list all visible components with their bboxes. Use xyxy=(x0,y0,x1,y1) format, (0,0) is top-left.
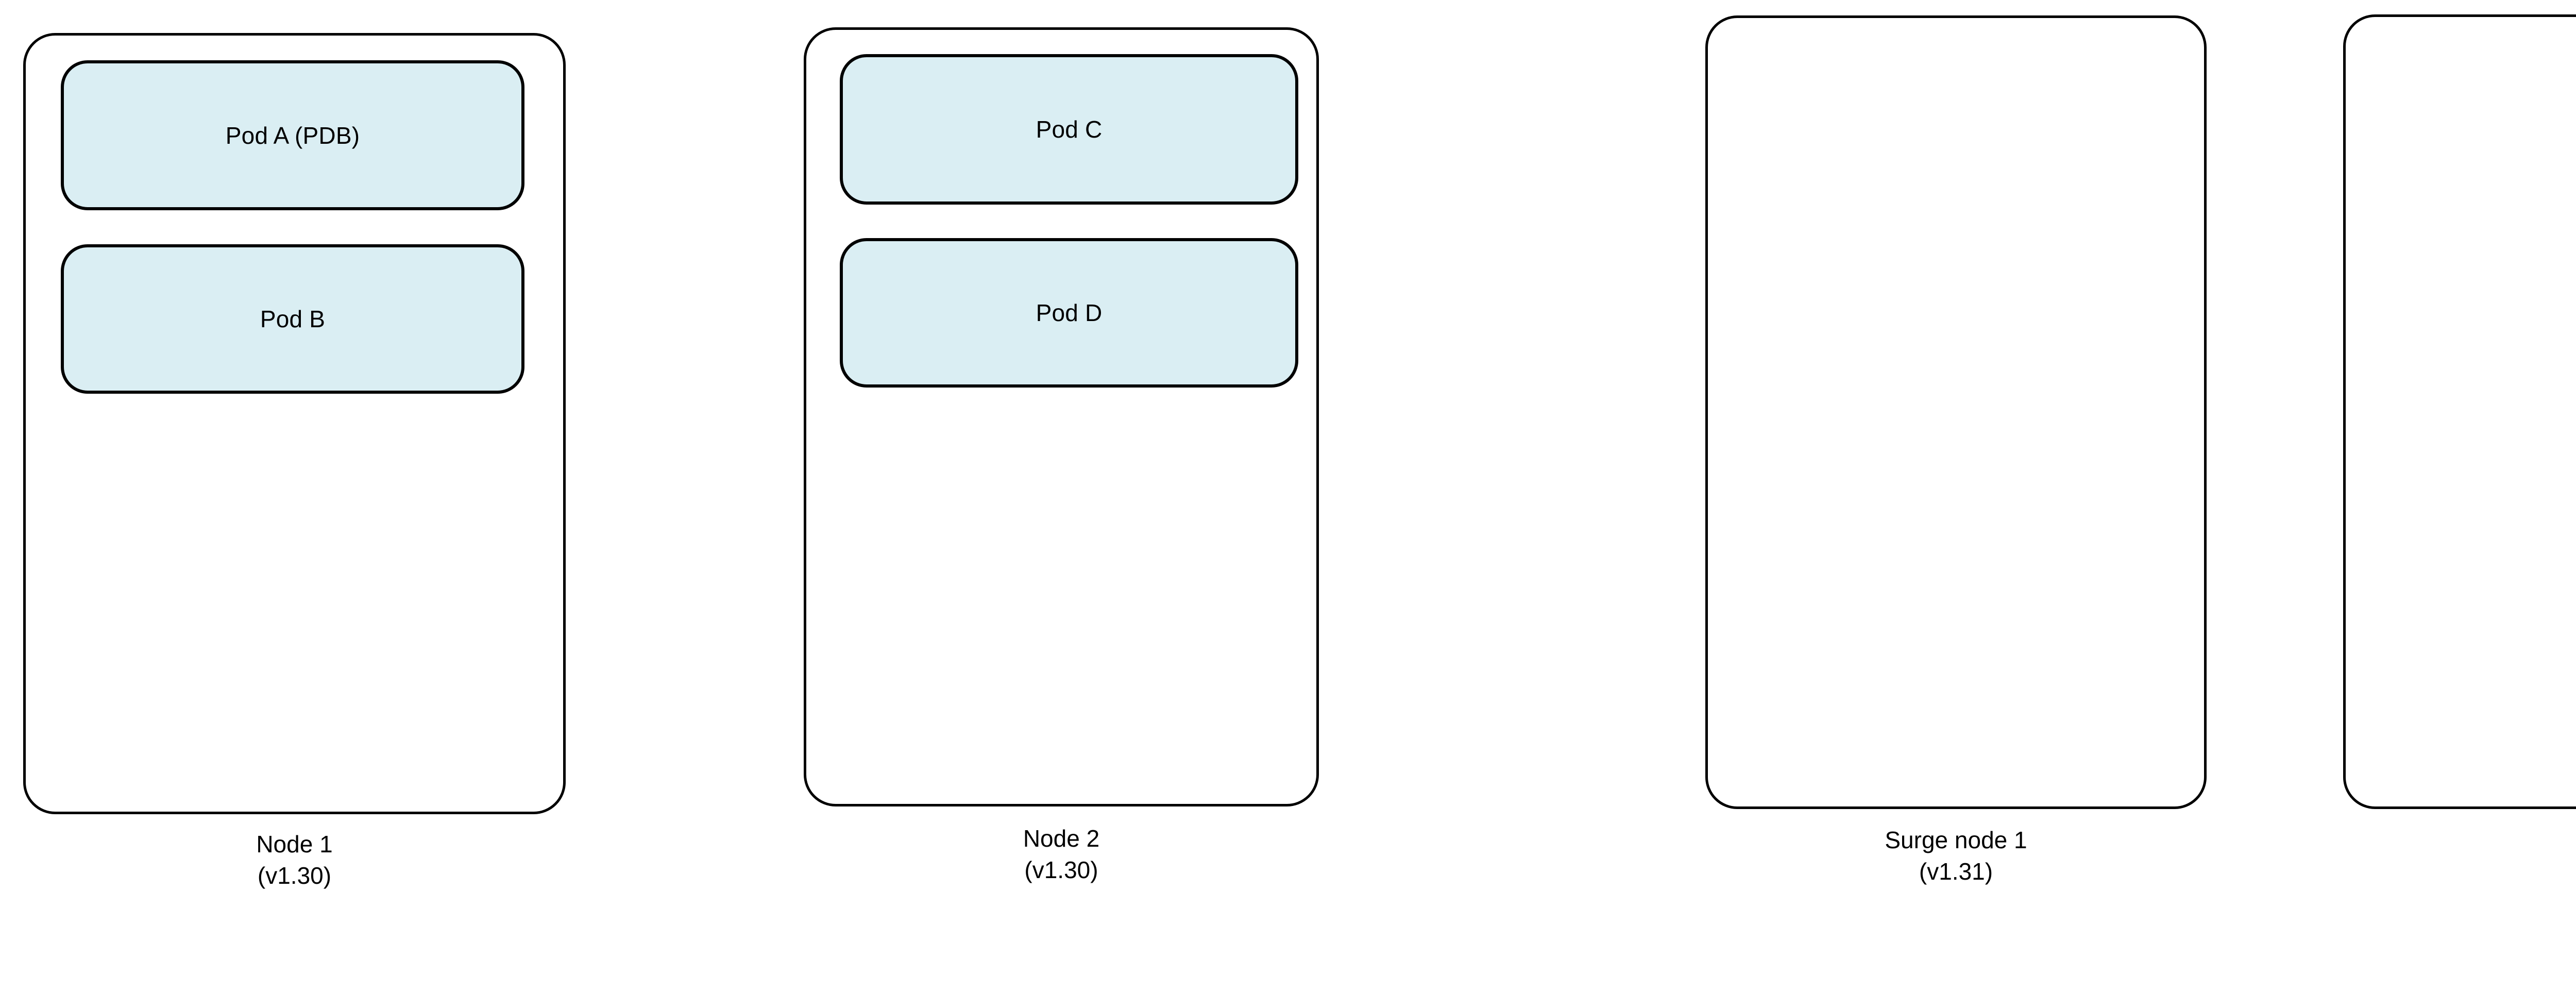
node-caption-surge-node-2: Surge node 2 (v1.31) xyxy=(2343,825,2576,887)
node-version-label: (v1.31) xyxy=(1919,858,1993,885)
pod-box-pod-d[interactable]: Pod D xyxy=(840,238,1298,388)
pod-box-pod-a[interactable]: Pod A (PDB) xyxy=(61,60,524,210)
node-version-label: (v1.30) xyxy=(257,862,332,889)
pod-label: Pod D xyxy=(1036,299,1103,326)
node-caption-surge-node-1: Surge node 1 (v1.31) xyxy=(1705,825,2207,887)
node-name-label: Node 1 xyxy=(256,831,333,858)
node-caption-node-1: Node 1 (v1.30) xyxy=(23,829,566,891)
node-name-label: Surge node 1 xyxy=(1885,827,2027,853)
node-version-label: (v1.30) xyxy=(1024,856,1098,883)
pod-label: Pod B xyxy=(260,306,326,332)
node-caption-node-2: Node 2 (v1.30) xyxy=(804,823,1319,885)
pod-label: Pod C xyxy=(1036,116,1103,143)
node-version-label: (v1.31) xyxy=(2343,856,2576,887)
pod-box-pod-b[interactable]: Pod B xyxy=(61,244,524,394)
node-name-label: Surge node 2 xyxy=(2343,825,2576,856)
pod-label: Pod A (PDB) xyxy=(225,122,360,149)
node-container-surge-node-2[interactable] xyxy=(2343,14,2576,809)
node-container-surge-node-1[interactable] xyxy=(1705,15,2207,809)
node-name-label: Node 2 xyxy=(1023,825,1100,852)
pod-box-pod-c[interactable]: Pod C xyxy=(840,54,1298,205)
